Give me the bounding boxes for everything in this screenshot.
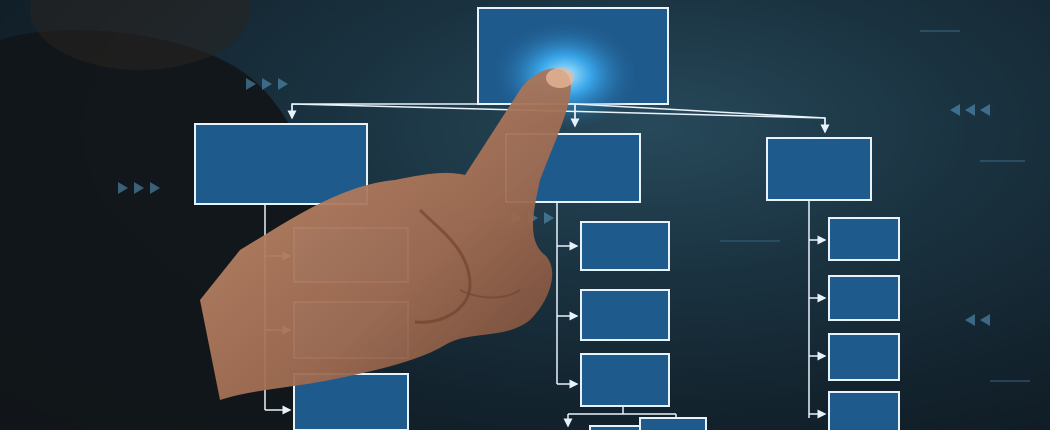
- org-chart-right-branch: [808, 200, 900, 430]
- org-chart-middle-branch: [556, 202, 707, 430]
- pointing-hand: [200, 68, 574, 400]
